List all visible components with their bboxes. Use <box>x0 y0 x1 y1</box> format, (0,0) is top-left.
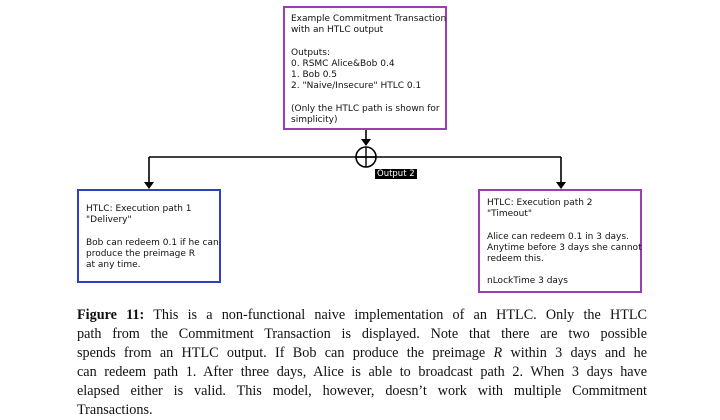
commitment-line: (Only the HTLC path is shown for <box>291 103 440 114</box>
commitment-line: Example Commitment Transaction <box>291 14 447 24</box>
figure-caption: Figure 11: This is a non-functional naiv… <box>77 306 647 420</box>
path1-line: HTLC: Execution path 1 <box>86 204 192 214</box>
commitment-line: with an HTLC output <box>291 25 384 36</box>
commitment-line: Outputs: <box>291 47 330 58</box>
path2-line <box>487 220 634 231</box>
commitment-line <box>291 36 439 47</box>
execution-path-2-box: HTLC: Execution path 2 "Timeout" Alice c… <box>478 189 642 293</box>
path2-line: redeem this. <box>487 254 544 264</box>
caption-line-1: Figure 11: This is a non-functional naiv… <box>77 306 647 325</box>
path2-line: Anytime before 3 days she cannot <box>487 242 642 253</box>
caption-text: spends from an HTLC output. If Bob can p… <box>77 345 486 361</box>
arrowhead-left <box>144 182 154 189</box>
arrowhead-right <box>556 182 566 189</box>
preimage-variable: R <box>493 345 503 361</box>
diagram-connectors <box>144 130 566 189</box>
commitment-line: simplicity) <box>291 114 338 125</box>
path1-line: "Delivery" <box>86 215 132 226</box>
path2-line <box>487 265 634 276</box>
caption-line-4: can redeem path 1. After three days, Ali… <box>77 364 647 380</box>
caption-text: This is a non-functional naive implement… <box>153 307 648 323</box>
caption-text: within 3 days and he <box>510 345 648 361</box>
path2-line: "Timeout" <box>487 209 533 220</box>
caption-line-5: elapsed either is valid. This model, how… <box>77 383 647 399</box>
caption-line-2: path from the Commitment Transaction is … <box>77 326 647 342</box>
path1-line: produce the preimage R <box>86 248 196 259</box>
output-2-label: Output 2 <box>375 169 417 179</box>
commitment-line: 0. RSMC Alice&Bob 0.4 <box>291 58 395 69</box>
figure-label: Figure 11: <box>77 307 145 323</box>
path1-line: at any time. <box>86 260 141 270</box>
caption-line-3: spends from an HTLC output. If Bob can p… <box>77 344 647 363</box>
commitment-line <box>291 92 439 103</box>
execution-path-1-box: HTLC: Execution path 1 "Delivery" Bob ca… <box>77 189 221 283</box>
commitment-line: 1. Bob 0.5 <box>291 70 338 80</box>
caption-line-6: Transactions. <box>77 402 153 418</box>
arrowhead-top <box>361 139 371 146</box>
path2-line: HTLC: Execution path 2 <box>487 198 593 208</box>
path2-line: Alice can redeem 0.1 in 3 days. <box>487 231 629 242</box>
commitment-transaction-box: Example Commitment Transaction with an H… <box>283 6 447 130</box>
commitment-line: 2. "Naive/Insecure" HTLC 0.1 <box>291 81 422 92</box>
path1-line <box>86 226 213 237</box>
path2-line: nLockTime 3 days <box>487 276 568 287</box>
path1-line: Bob can redeem 0.1 if he can <box>86 237 219 248</box>
